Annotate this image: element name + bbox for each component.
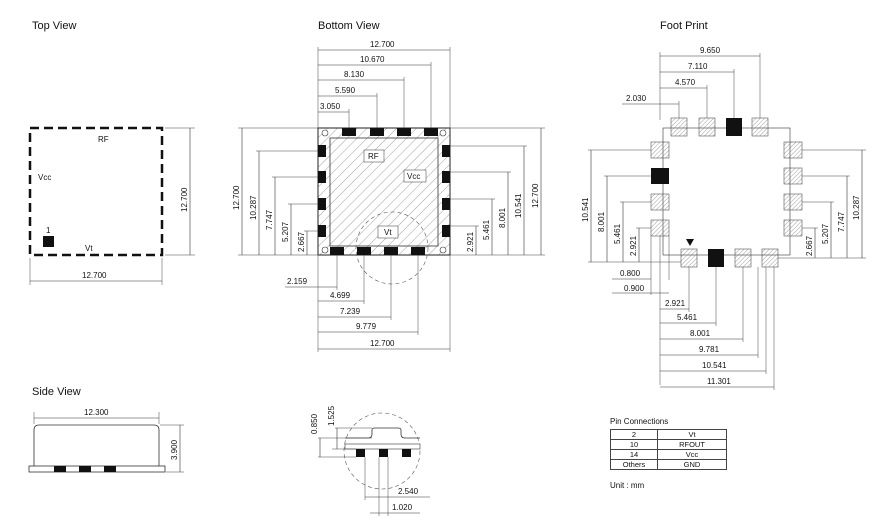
bv-bottom-dim-3: 9.779 bbox=[356, 322, 377, 331]
pin1-label: 1 bbox=[46, 226, 51, 235]
detail-dim-3: 1.020 bbox=[392, 503, 413, 512]
fp-bottom-dim-3: 5.461 bbox=[677, 313, 698, 322]
fp-bottom-dim-0: 0.800 bbox=[620, 269, 641, 278]
bottom-view: RF Vcc Vt 12.700 10.670 8.130 5.590 3.05… bbox=[232, 40, 545, 352]
fp-top-dim-2: 4.570 bbox=[675, 78, 696, 87]
pin1-marker bbox=[43, 236, 54, 247]
side-view: 12.300 3.900 bbox=[28, 408, 184, 473]
top-height-dim: 12.700 bbox=[180, 187, 189, 212]
bv-top-dim-0: 12.700 bbox=[370, 40, 395, 49]
fp-right-dim-3: 10.287 bbox=[852, 195, 861, 220]
fp-left-dim-1: 8.001 bbox=[597, 211, 606, 232]
bottom-vt-label: Vt bbox=[384, 228, 392, 237]
bv-left-dim-2: 7.747 bbox=[265, 209, 274, 230]
pin1-triangle-icon bbox=[686, 239, 694, 246]
fp-bottom-dim-5: 9.781 bbox=[699, 345, 720, 354]
fp-bottom-dim-7: 11.301 bbox=[707, 377, 731, 386]
bv-bottom-dim-0: 2.159 bbox=[287, 277, 308, 286]
unit-label: Unit : mm bbox=[610, 481, 645, 490]
bottom-view-title: Bottom View bbox=[318, 20, 380, 32]
bv-left-dim-3: 5.207 bbox=[281, 221, 290, 242]
bv-bottom-dim-4: 12.700 bbox=[370, 339, 395, 348]
foot-print: 9.650 7.110 4.570 2.030 10.541 8.001 5.4… bbox=[581, 46, 866, 390]
fp-right-dim-2: 7.747 bbox=[837, 211, 846, 232]
bv-right-dim-0: 2.921 bbox=[466, 231, 475, 252]
pin-connections-title: Pin Connections bbox=[610, 417, 669, 426]
detail-dim-1: 1.525 bbox=[327, 405, 336, 426]
side-height-dim: 3.900 bbox=[170, 439, 179, 460]
bv-left-dim-1: 10.287 bbox=[249, 195, 258, 220]
bv-right-dim-2: 8.001 bbox=[498, 207, 507, 228]
bv-left-dim-0: 12.700 bbox=[232, 185, 241, 210]
bv-right-dim-3: 10.541 bbox=[514, 193, 523, 218]
bv-bottom-dim-2: 7.239 bbox=[340, 307, 361, 316]
detail-dim-2: 2.540 bbox=[398, 487, 419, 496]
bv-bottom-dim-1: 4.699 bbox=[330, 291, 351, 300]
detail-dim-0: 0.850 bbox=[310, 413, 319, 434]
foot-print-title: Foot Print bbox=[660, 20, 708, 32]
fp-right-dim-1: 5.207 bbox=[821, 223, 830, 244]
top-vcc-label: Vcc bbox=[38, 173, 51, 182]
fp-bottom-dim-6: 10.541 bbox=[702, 361, 727, 370]
side-view-title: Side View bbox=[32, 386, 81, 398]
bv-top-dim-1: 10.670 bbox=[360, 55, 385, 64]
bv-right-dim-1: 5.461 bbox=[482, 219, 491, 240]
fp-left-dim-2: 5.461 bbox=[613, 223, 622, 244]
fp-bottom-dim-2: 2.921 bbox=[665, 299, 686, 308]
bottom-vcc-label: Vcc bbox=[407, 172, 420, 181]
fp-top-dim-3: 2.030 bbox=[626, 94, 647, 103]
side-width-dim: 12.300 bbox=[84, 408, 109, 417]
bv-top-dim-2: 8.130 bbox=[344, 70, 365, 79]
bv-left-dim-4: 2.667 bbox=[297, 231, 306, 252]
fp-left-dim-0: 10.541 bbox=[581, 197, 590, 222]
bottom-rf-label: RF bbox=[368, 152, 379, 161]
top-width-dim: 12.700 bbox=[82, 271, 107, 280]
bv-top-dim-3: 5.590 bbox=[335, 86, 356, 95]
top-rf-label: RF bbox=[98, 135, 109, 144]
top-vt-label: Vt bbox=[85, 244, 93, 253]
fp-left-dim-3: 2.921 bbox=[629, 235, 638, 256]
top-view-title: Top View bbox=[32, 20, 77, 32]
fp-top-dim-1: 7.110 bbox=[688, 62, 708, 71]
fp-bottom-dim-4: 8.001 bbox=[690, 329, 711, 338]
bv-right-dim-4: 12.700 bbox=[531, 183, 540, 208]
fp-bottom-dim-1: 0.900 bbox=[624, 284, 645, 293]
fp-right-dim-0: 2.667 bbox=[805, 235, 814, 256]
bv-top-dim-4: 3.050 bbox=[320, 102, 341, 111]
fp-top-dim-0: 9.650 bbox=[700, 46, 721, 55]
detail-view: 0.850 1.525 2.540 1.020 bbox=[310, 405, 430, 516]
top-view: RF Vcc Vt 1 12.700 12.700 bbox=[28, 126, 195, 285]
